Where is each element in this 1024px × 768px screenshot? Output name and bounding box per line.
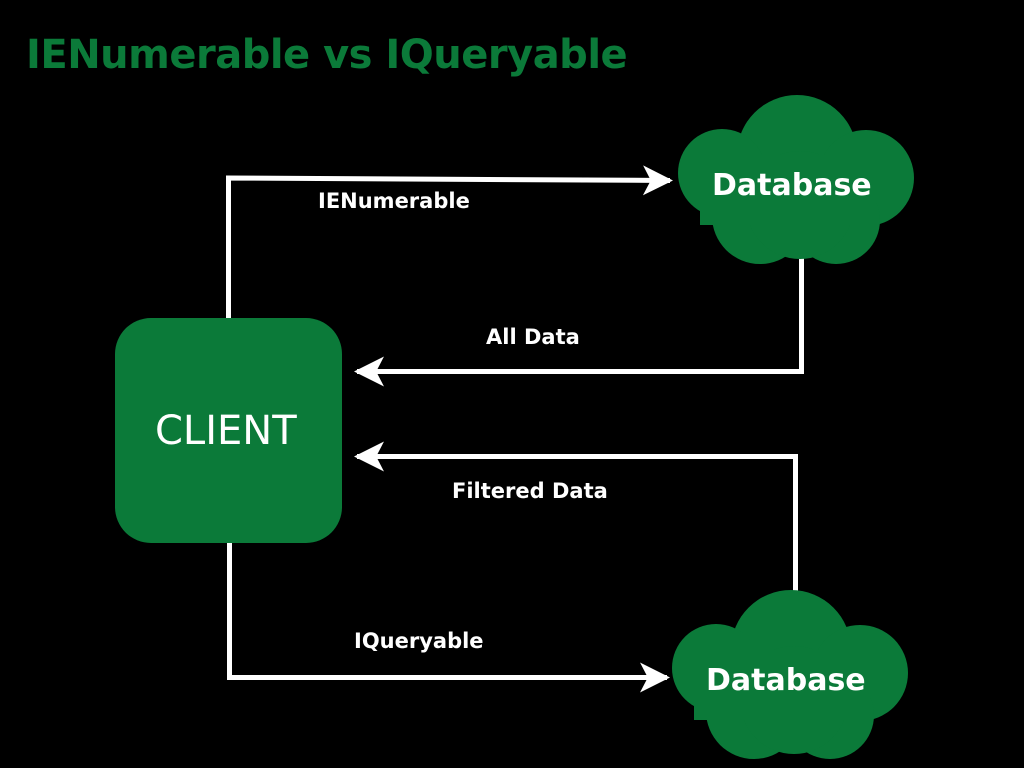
edge-all-data-line bbox=[354, 252, 804, 387]
page-title: IENumerable vs IQueryable bbox=[26, 32, 628, 78]
database-top-cloud[interactable] bbox=[678, 95, 914, 264]
database-bottom-cloud[interactable] bbox=[672, 590, 908, 759]
database-bottom-label: Database bbox=[706, 663, 866, 698]
edge-iqueryable-line bbox=[227, 537, 670, 693]
edge-filtered-data-line bbox=[354, 441, 798, 600]
client-label: CLIENT bbox=[155, 408, 297, 454]
database-top-label: Database bbox=[712, 168, 872, 203]
edge-label-all-data: All Data bbox=[486, 325, 580, 349]
edge-label-ienumerable: IENumerable bbox=[318, 189, 470, 213]
edge-label-filtered-data: Filtered Data bbox=[452, 479, 608, 503]
client-box[interactable] bbox=[115, 318, 342, 543]
edge-ienumerable-line bbox=[226, 165, 673, 330]
edge-label-iqueryable: IQueryable bbox=[354, 629, 484, 653]
